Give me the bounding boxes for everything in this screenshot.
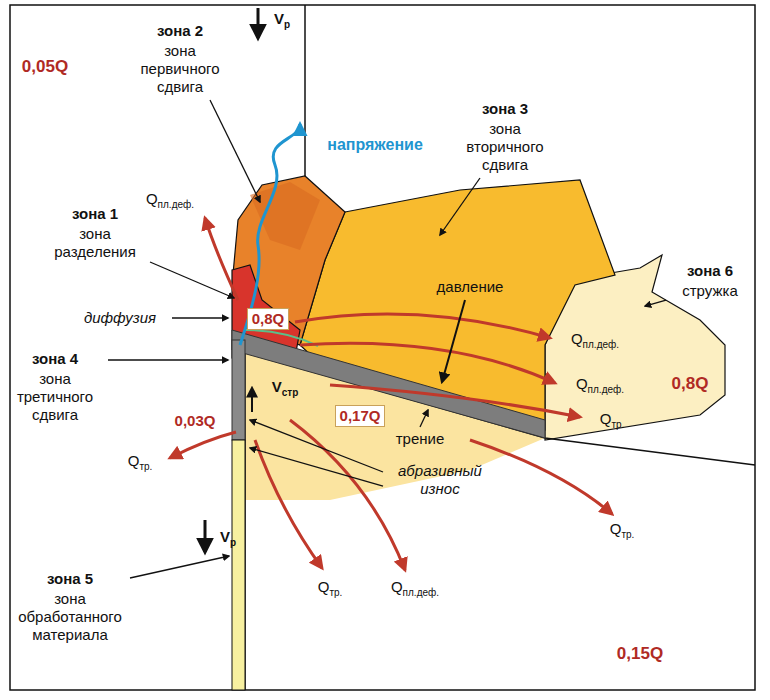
symbol: Q <box>576 375 588 392</box>
symbol: Q <box>128 452 140 469</box>
velocity-label: Vр <box>220 528 236 546</box>
leader-line <box>250 448 383 486</box>
subscript: пл.деф. <box>158 199 194 210</box>
heat-arrow <box>470 440 612 514</box>
zone-number: зона 2 <box>157 22 203 40</box>
leader-line <box>420 410 428 427</box>
heat-share: 0,8Q <box>247 308 290 330</box>
chip-velocity-arrow <box>251 388 253 412</box>
heat-arrow <box>170 432 236 458</box>
leader-line <box>130 556 229 578</box>
tool-contact-region <box>245 352 545 500</box>
subscript: пл.деф. <box>583 339 619 350</box>
heat-share: 0,05Q <box>22 58 68 76</box>
subscript: р <box>230 537 236 548</box>
pressure-arrow <box>442 300 465 382</box>
subscript: р <box>284 19 290 30</box>
velocity-arrow <box>257 8 260 38</box>
heat-label: Qпл.деф. <box>391 578 439 596</box>
heat-arrow <box>300 343 555 383</box>
subscript: тр. <box>621 529 634 540</box>
machined-layer <box>232 440 245 690</box>
subscript: пл.деф. <box>588 384 624 395</box>
zone-number: зона 6 <box>687 262 733 280</box>
symbol: Q <box>600 410 612 427</box>
workpiece-edge <box>304 5 306 178</box>
heat-label: Qпл.деф. <box>576 375 624 393</box>
zone-name: зона первичного сдвига <box>124 42 236 96</box>
process-label: абразивный износ <box>385 462 495 498</box>
heat-label: Qтр. <box>128 452 153 470</box>
heat-flow-arrows <box>170 218 612 570</box>
zone-number: зона 5 <box>47 570 93 588</box>
primary-shear-core <box>250 182 320 250</box>
zone-number: зона 4 <box>32 350 78 368</box>
leader-line <box>172 317 228 318</box>
zone-name: стружка <box>682 282 737 300</box>
heat-label: Qпл.деф. <box>146 190 194 208</box>
zone-name: зона разделения <box>40 225 150 261</box>
zone-name: зона обработанного материала <box>10 590 130 644</box>
heat-label: Qтр. <box>610 520 635 538</box>
leader-arrows <box>108 8 666 578</box>
primary-shear-zone <box>232 176 345 345</box>
heat-arrow <box>295 314 550 338</box>
heat-share: 0,15Q <box>617 645 663 663</box>
subscript: стр <box>282 387 299 398</box>
stress-curve <box>240 124 300 345</box>
symbol: V <box>220 528 230 545</box>
leader-line <box>440 178 480 235</box>
velocity-arrow <box>204 520 207 552</box>
tool-contact-band <box>232 330 545 438</box>
symbol: V <box>272 378 282 395</box>
stress-label: напряжение <box>327 136 423 154</box>
heat-share: 0,17Q <box>335 405 386 427</box>
symbol: Q <box>610 520 622 537</box>
leader-line <box>150 262 234 298</box>
heat-share: 0,03Q <box>175 412 216 430</box>
leader-line <box>645 300 666 306</box>
symbol: Q <box>318 578 330 595</box>
symbol: V <box>274 10 284 27</box>
subscript: тр. <box>611 419 624 430</box>
symbol: Q <box>571 330 583 347</box>
heat-label: Qтр. <box>600 410 625 428</box>
zone-name: зона третичного сдвига <box>5 370 105 424</box>
velocity-label: Vстр <box>272 378 299 396</box>
workpiece-outline <box>10 5 755 690</box>
zone-number: зона 3 <box>482 100 528 118</box>
tertiary-shear-zone <box>232 340 245 440</box>
symbol: Q <box>391 578 403 595</box>
process-label: трение <box>396 430 445 448</box>
velocity-label: Vр <box>274 10 290 28</box>
heat-label: Qпл.деф. <box>571 330 619 348</box>
subscript: тр. <box>139 461 152 472</box>
leader-line <box>108 359 228 360</box>
leader-line <box>210 100 260 202</box>
symbol: Q <box>146 190 158 207</box>
leader-line <box>250 420 383 472</box>
process-label: давление <box>437 278 504 296</box>
process-label: диффузия <box>84 309 156 327</box>
zone-name: зона вторичного сдвига <box>449 120 561 174</box>
heat-label: Qтр. <box>318 578 343 596</box>
subscript: тр. <box>329 587 342 598</box>
subscript: пл.деф. <box>403 587 439 598</box>
heat-share: 0,8Q <box>672 375 709 393</box>
tool-outline <box>245 352 755 690</box>
zone-number: зона 1 <box>72 205 118 223</box>
